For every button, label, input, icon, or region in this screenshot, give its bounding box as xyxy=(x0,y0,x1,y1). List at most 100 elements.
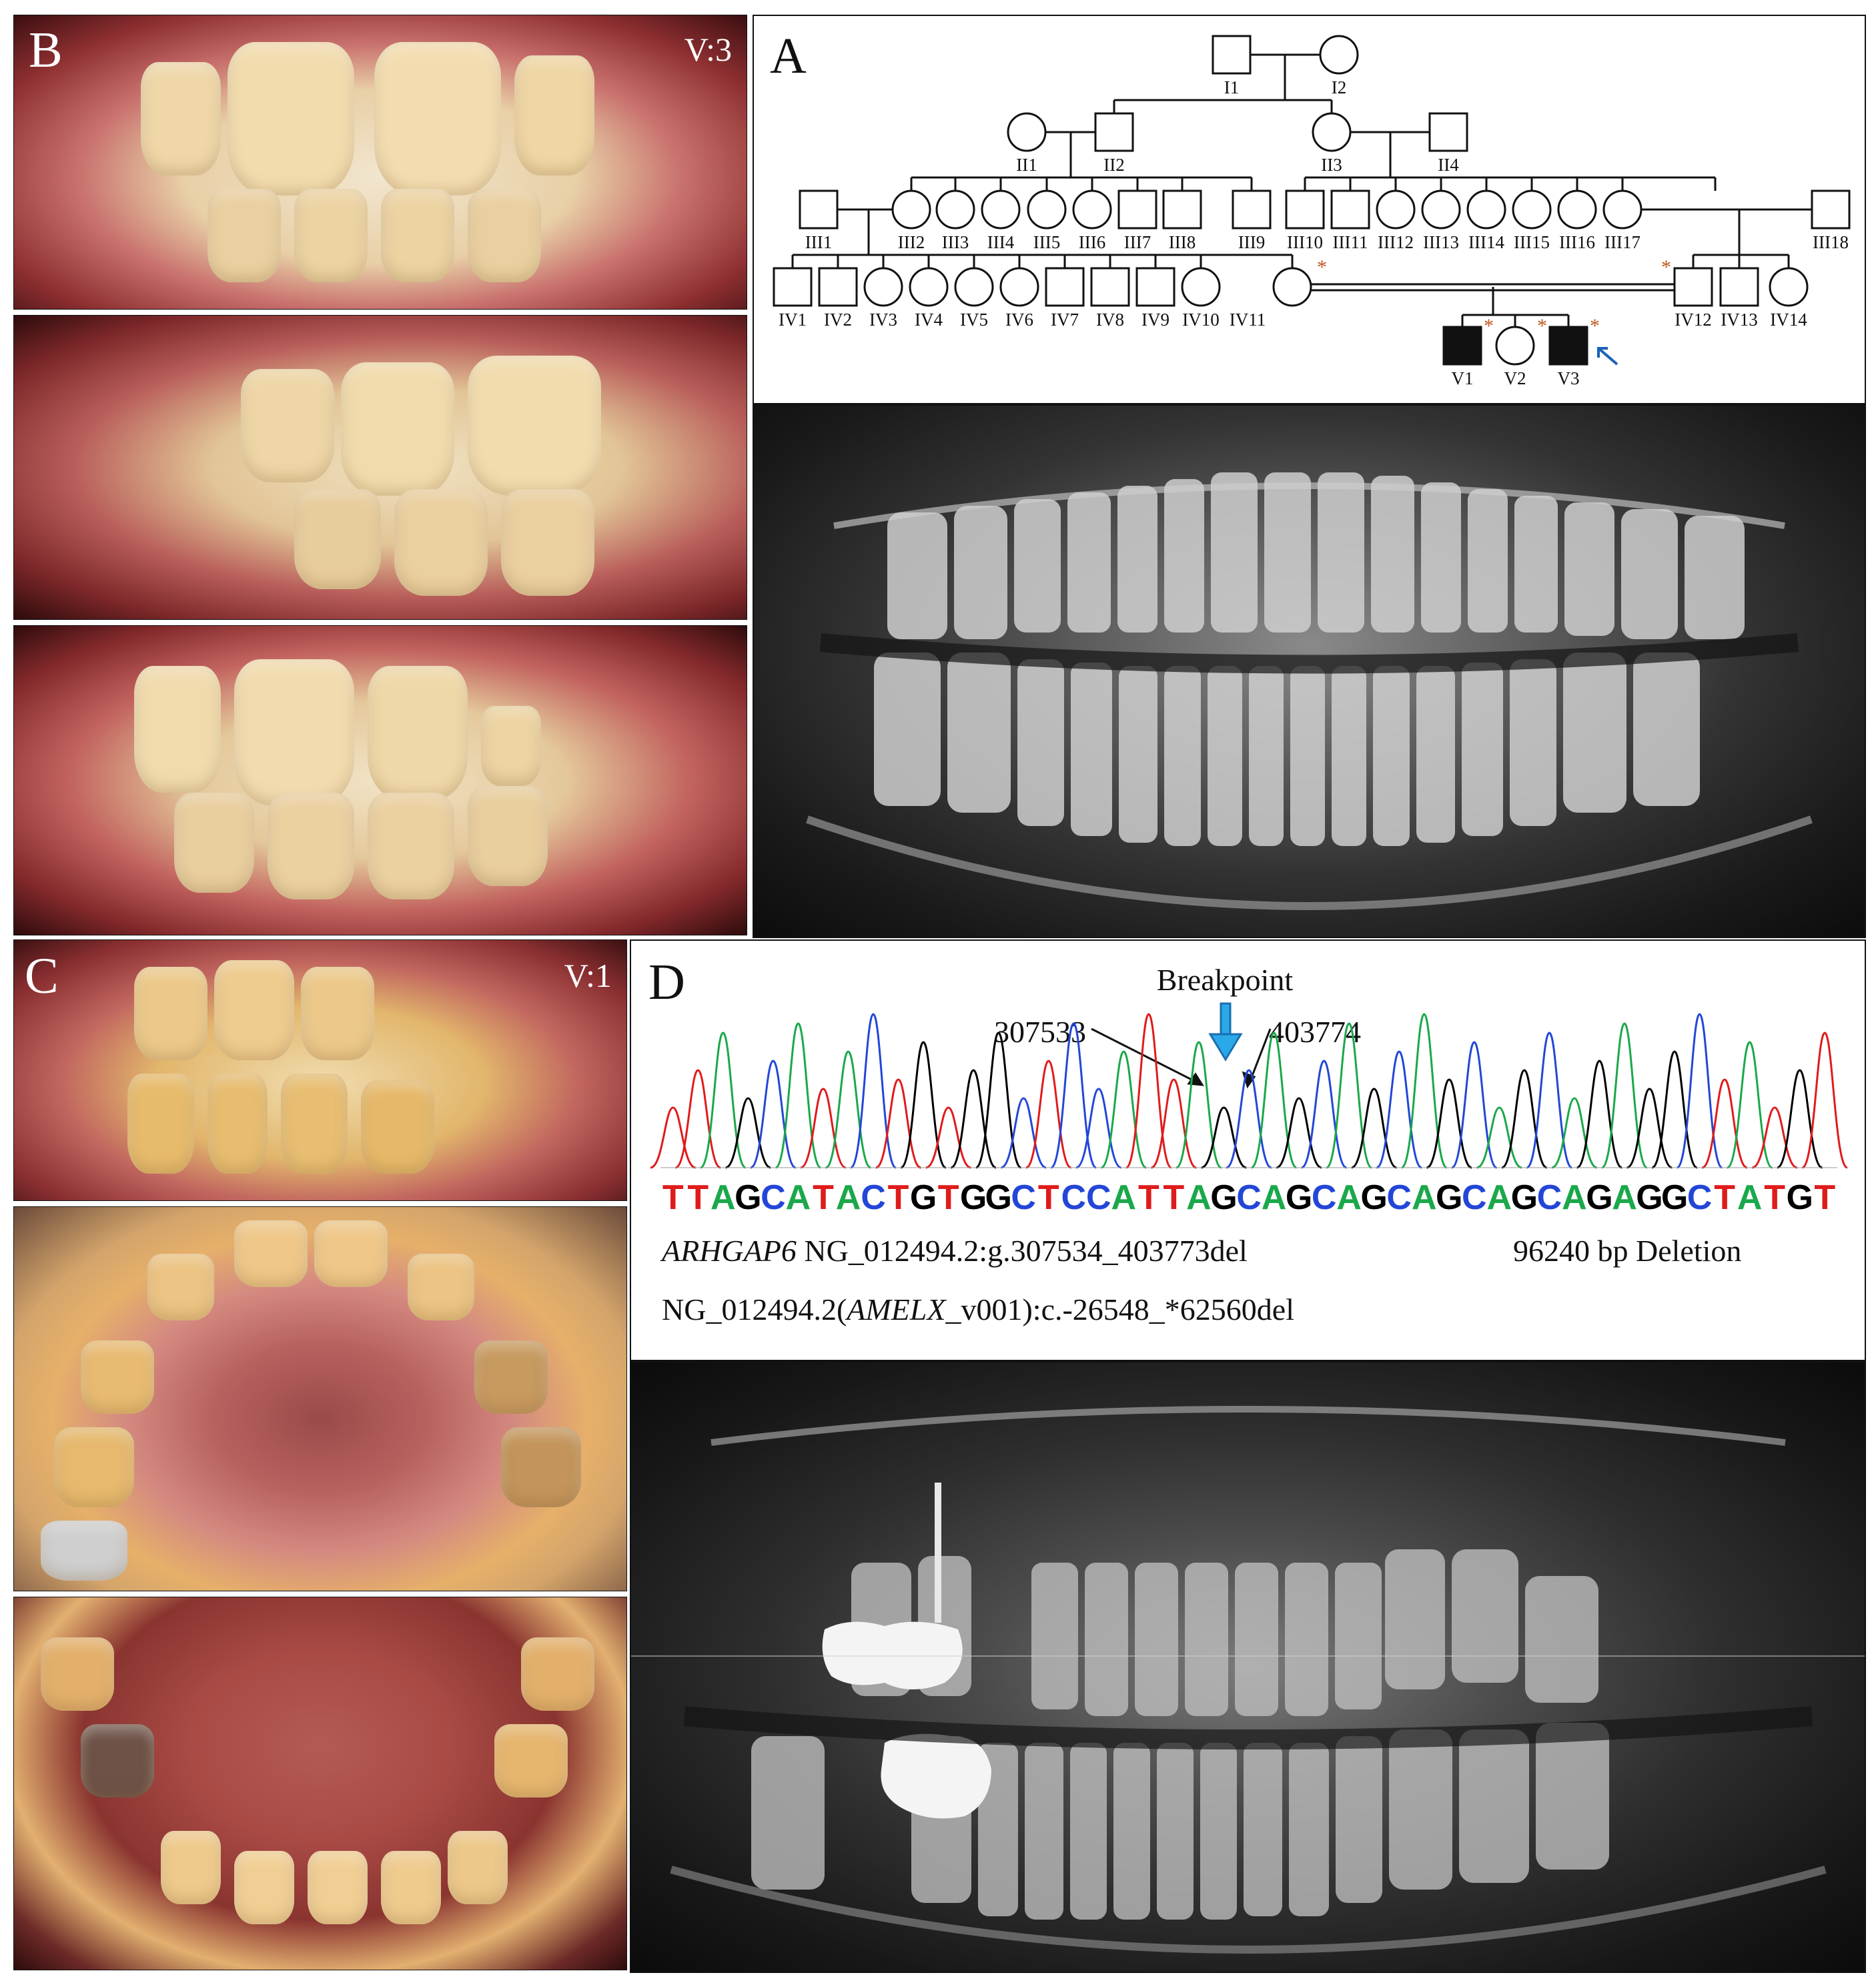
pedigree-iv4-female xyxy=(909,267,949,307)
base-call: T xyxy=(687,1178,709,1217)
frontal-occlusion-photo-v1: C V:1 xyxy=(13,939,627,1201)
pedigree-v1-affected-male xyxy=(1442,326,1482,366)
pedigree-iii6-female xyxy=(1072,189,1112,230)
base-call: A xyxy=(1186,1178,1212,1217)
pedigree-iv13-male xyxy=(1719,267,1759,307)
pedigree-label: V3 xyxy=(1558,368,1580,388)
arhgap6-deletion-caption: ARHGAP6 NG_012494.2:g.307534_403773del xyxy=(662,1236,1248,1266)
right-lateral-occlusion-photo xyxy=(13,315,747,620)
genotyped-marker: * xyxy=(1484,315,1494,337)
pedigree-label: III15 xyxy=(1514,232,1550,252)
trace-peak xyxy=(1727,1041,1773,1169)
base-call: T xyxy=(1163,1178,1185,1217)
pedigree-label: IV1 xyxy=(779,310,807,330)
pedigree-iii12-female xyxy=(1376,189,1416,230)
pedigree-label: III2 xyxy=(898,232,925,252)
pedigree-i1-male xyxy=(1212,35,1252,75)
pedigree-iii2-female xyxy=(891,189,931,230)
base-call: T xyxy=(1714,1178,1735,1217)
pedigree-iii15-female xyxy=(1512,189,1552,230)
pedigree-iv3-female xyxy=(863,267,903,307)
base-call: A xyxy=(1612,1178,1637,1217)
trace-peak xyxy=(650,1106,696,1169)
trace-peak xyxy=(800,1088,847,1169)
pedigree-label: II2 xyxy=(1103,155,1124,175)
pedigree-label: IV4 xyxy=(915,310,943,330)
pedigree-label: V1 xyxy=(1452,368,1474,388)
pedigree-i2-female xyxy=(1319,35,1359,75)
panel-a-letter: A xyxy=(770,28,807,84)
trace-peak xyxy=(875,1078,922,1169)
genotyped-marker: * xyxy=(1661,256,1671,278)
base-call: T xyxy=(938,1178,959,1217)
frontal-occlusion-photo: B V:3 xyxy=(13,15,747,310)
proband-arrow xyxy=(1597,347,1618,366)
pedigree-label: IV9 xyxy=(1141,310,1169,330)
base-call: A xyxy=(1262,1178,1287,1217)
trace-peak xyxy=(1276,1097,1322,1169)
pedigree-label: I1 xyxy=(1224,77,1240,97)
pedigree-label: II1 xyxy=(1016,155,1037,175)
base-call: C xyxy=(1011,1178,1036,1217)
pedigree-iv9-male xyxy=(1135,267,1176,307)
pedigree-label: III5 xyxy=(1033,232,1060,252)
pedigree-ii3-female xyxy=(1312,112,1352,152)
pedigree-iii1-male xyxy=(799,189,839,230)
pedigree-label: IV7 xyxy=(1051,310,1079,330)
base-call: A xyxy=(711,1178,736,1217)
pedigree-label: IV13 xyxy=(1721,310,1758,330)
trace-peak xyxy=(1426,1078,1472,1169)
trace-peak xyxy=(950,1069,997,1169)
trace-peak xyxy=(975,1032,1022,1169)
pedigree-iv8-male xyxy=(1090,267,1130,307)
trace-peak xyxy=(1451,1041,1498,1169)
trace-peak xyxy=(1751,1106,1798,1169)
base-call: T xyxy=(888,1178,909,1217)
base-call: C xyxy=(861,1178,886,1217)
pedigree-ii4-male xyxy=(1428,112,1468,152)
panel-b: B V:3 xyxy=(13,15,747,935)
genotyped-marker: * xyxy=(1317,256,1327,278)
pedigree-iii5-female xyxy=(1027,189,1067,230)
base-call: G xyxy=(985,1178,1011,1217)
base-call: C xyxy=(1462,1178,1487,1217)
trace-peak xyxy=(1576,1060,1622,1169)
panel-b-letter: B xyxy=(29,22,63,78)
trace-peak xyxy=(1651,1050,1698,1169)
trace-peak xyxy=(1376,1050,1422,1169)
base-call: A xyxy=(836,1178,861,1217)
pedigree-label: III17 xyxy=(1604,232,1640,252)
trace-peak xyxy=(1100,1050,1147,1169)
trace-layer xyxy=(650,1013,1848,1169)
trace-peak xyxy=(1777,1069,1823,1169)
base-call: C xyxy=(1086,1178,1111,1217)
pedigree-iii11-male xyxy=(1330,189,1370,230)
patient-tag-v3: V:3 xyxy=(684,31,732,68)
base-call: T xyxy=(662,1178,684,1217)
panel-c-letter: C xyxy=(25,948,59,1004)
base-call: A xyxy=(1412,1178,1437,1217)
pedigree-label: III10 xyxy=(1287,232,1323,252)
base-call: A xyxy=(1336,1178,1362,1217)
trace-peak xyxy=(900,1041,947,1169)
pedigree-iii3-female xyxy=(935,189,975,230)
gene-amelx: AMELX xyxy=(847,1292,946,1326)
base-call: G xyxy=(735,1178,761,1217)
base-call: G xyxy=(1286,1178,1312,1217)
gene-arhgap6: ARHGAP6 xyxy=(662,1234,797,1268)
pedigree-iv14-female xyxy=(1769,267,1809,307)
pedigree-label: III11 xyxy=(1333,232,1368,252)
trace-peak xyxy=(674,1069,721,1169)
pedigree-iv1-male xyxy=(773,267,813,307)
pedigree-label: IV14 xyxy=(1770,310,1807,330)
pedigree-iii18-male xyxy=(1811,189,1851,230)
pedigree-iii13-female xyxy=(1421,189,1461,230)
pedigree-iv12-male xyxy=(1673,267,1713,307)
base-call: G xyxy=(1636,1178,1663,1217)
trace-peak xyxy=(1676,1013,1723,1169)
pedigree-label: III9 xyxy=(1238,232,1265,252)
base-call: C xyxy=(1687,1178,1713,1217)
trace-peak xyxy=(725,1097,771,1169)
pedigree-iii9-male xyxy=(1232,189,1272,230)
